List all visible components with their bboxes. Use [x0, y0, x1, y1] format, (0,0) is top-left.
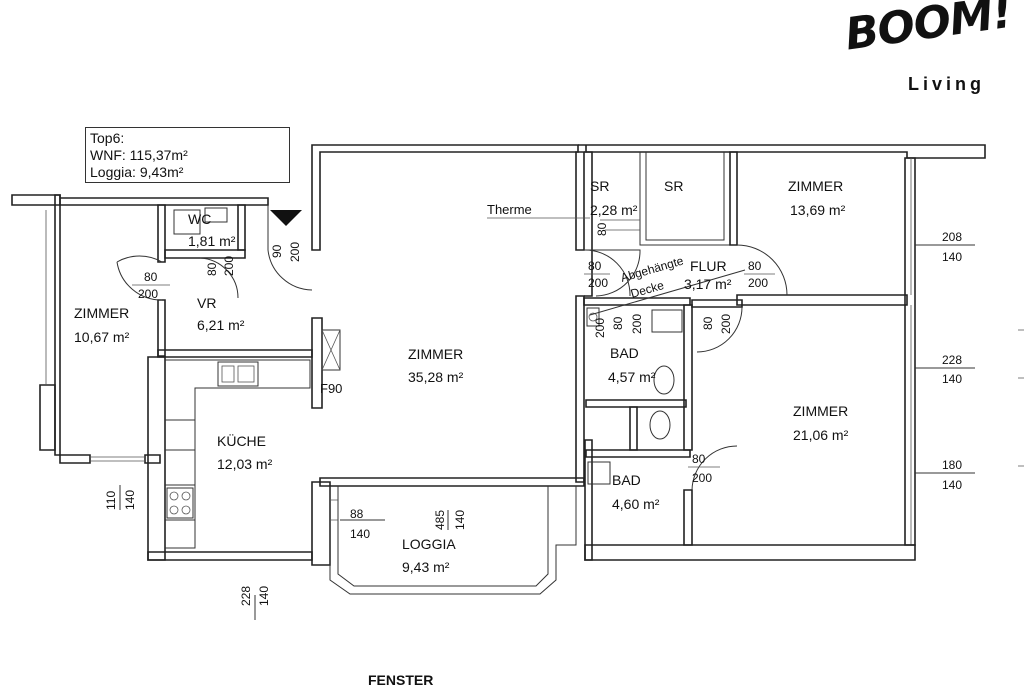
dim-w4-width: 110 — [104, 491, 118, 510]
room-area-kueche: 12,03 m² — [217, 456, 273, 472]
room-area-zimmer-top-right: 13,69 m² — [790, 202, 846, 218]
room-area-sr1: 2,28 m² — [590, 202, 638, 218]
logo-subtitle: Living — [908, 74, 985, 94]
room-name-zimmer-top-right: ZIMMER — [788, 178, 843, 194]
dim-d5-height: 200 — [748, 276, 768, 290]
room-name-kueche: KÜCHE — [217, 432, 266, 449]
room-area-zimmer-right: 21,06 m² — [793, 427, 849, 443]
dim-w6-height: 140 — [453, 510, 467, 530]
edge-marks — [1018, 329, 1024, 467]
ceiling-line — [589, 269, 746, 316]
dim-w4-height: 140 — [123, 490, 137, 510]
room-name-zimmer-center: ZIMMER — [408, 346, 463, 362]
dim-d2-height: 200 — [222, 256, 236, 276]
room-name-wc: WC — [188, 211, 211, 227]
room-labels: WC 1,81 m² VR 6,21 m² ZIMMER 10,67 m² ZI… — [74, 178, 849, 575]
dim-d3-height: 200 — [288, 242, 302, 262]
doors — [116, 205, 788, 491]
dim-w3-height: 140 — [942, 478, 962, 492]
unit-info-box: Top6: WNF: 115,37m² Loggia: 9,43m² — [85, 127, 290, 183]
dim-d8-width: 80 — [692, 452, 706, 466]
unit-number: Top6: — [90, 130, 125, 146]
footer-label: FENSTER — [368, 672, 434, 688]
room-area-zimmer-center: 35,28 m² — [408, 369, 464, 385]
dim-w6-width: 485 — [433, 510, 447, 530]
dim-w3-width: 180 — [942, 458, 962, 472]
dim-d4-width: 80 — [588, 259, 602, 273]
dim-d1-width: 80 — [144, 270, 158, 284]
unit-loggia-area: Loggia: 9,43m² — [90, 164, 184, 180]
dim-d7-height: 200 — [719, 314, 733, 334]
label-f90: F90 — [320, 381, 342, 396]
room-area-bad2: 4,60 m² — [612, 496, 660, 512]
room-name-sr1: SR — [590, 178, 609, 194]
room-name-bad1: BAD — [610, 345, 639, 361]
dim-d9-width: 80 — [595, 222, 609, 236]
room-name-loggia: LOGGIA — [402, 536, 456, 552]
room-name-zimmer-left: ZIMMER — [74, 305, 129, 321]
unit-wnf: WNF: 115,37m² — [90, 147, 188, 163]
window-dimensions: 208 140 228 140 180 140 110 140 88 140 4… — [104, 230, 962, 606]
dim-d6-width: 80 — [611, 316, 625, 330]
room-area-flur: 3,17 m² — [684, 276, 732, 292]
label-therme: Therme — [487, 202, 532, 217]
dim-w5-width: 88 — [350, 507, 364, 521]
dim-w1-height: 140 — [942, 250, 962, 264]
dim-d5-width: 80 — [748, 259, 762, 273]
room-name-bad2: BAD — [612, 472, 641, 488]
dim-d4-height: 200 — [588, 276, 608, 290]
dim-w1-width: 208 — [942, 230, 962, 244]
boom-living-logo: BOOM! Living — [842, 0, 1015, 100]
dim-d2-width: 80 — [205, 262, 219, 276]
dim-w2-height: 140 — [942, 372, 962, 386]
dim-d6-height: 200 — [630, 314, 644, 334]
room-area-loggia: 9,43 m² — [402, 559, 450, 575]
room-name-vr: VR — [197, 295, 216, 311]
annotations: Therme Abgehängte Decke F90 — [320, 202, 685, 396]
room-area-vr: 6,21 m² — [197, 317, 245, 333]
dim-d7-width: 80 — [701, 316, 715, 330]
dim-w5-height: 140 — [350, 527, 370, 541]
room-name-flur: FLUR — [690, 258, 727, 274]
dim-d1-height: 200 — [138, 287, 158, 301]
dim-d3-width: 90 — [270, 244, 284, 258]
dim-w7-height: 140 — [257, 586, 271, 606]
room-name-zimmer-right: ZIMMER — [793, 403, 848, 419]
dim-d9-height: 200 — [593, 318, 607, 338]
door-dimensions: 80 200 80 200 90 200 80 200 80 200 80 20… — [132, 222, 775, 485]
room-area-zimmer-left: 10,67 m² — [74, 329, 130, 345]
room-area-bad1: 4,57 m² — [608, 369, 656, 385]
dim-w7-width: 228 — [239, 586, 253, 606]
dim-w2-width: 228 — [942, 353, 962, 367]
dim-d8-height: 200 — [692, 471, 712, 485]
room-area-wc: 1,81 m² — [188, 233, 236, 249]
walls — [11, 144, 986, 595]
entrance-marker-icon — [270, 210, 302, 226]
dimension-lines — [119, 244, 975, 620]
room-name-sr2: SR — [664, 178, 683, 194]
